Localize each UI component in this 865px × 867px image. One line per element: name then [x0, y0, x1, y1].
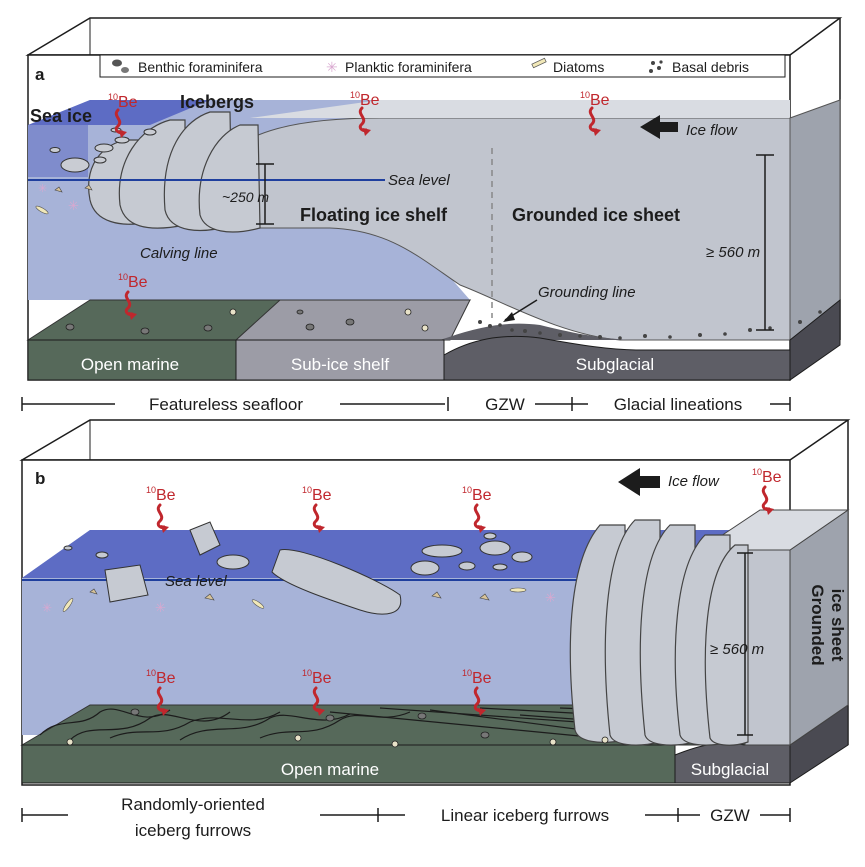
be10-superscript: 10 [146, 668, 156, 678]
panel-a-letter: a [35, 65, 45, 84]
zone-subglacial-label: Subglacial [576, 355, 654, 374]
zone-open-marine-b [21, 744, 676, 784]
ice-side-face [789, 99, 841, 341]
panel-b: ✳ ✳ ✳ [19, 419, 851, 840]
be10-label: Be [156, 487, 176, 504]
grounded-label-line2: ice sheet [828, 589, 847, 662]
be10-label: Be [590, 92, 610, 109]
sea-level-label: Sea level [388, 172, 450, 189]
legend-benthic-icon [112, 59, 129, 73]
floating-ice-b [63, 521, 533, 615]
zone-sub-ice-shelf-label: Sub-ice shelf [291, 355, 390, 374]
random-furrows-line1: Randomly-oriented [121, 795, 265, 814]
legend-planktic-icon: ✳ [326, 59, 338, 75]
be10-label: Be [128, 274, 148, 291]
icebergs [88, 111, 261, 233]
zone-sub-ice-shelf [235, 339, 445, 381]
grounded-ice-sheet-label: Grounded ice sheet [512, 205, 680, 225]
be10-label: Be [360, 92, 380, 109]
ice-flow-arrow [640, 115, 678, 139]
svg-text:✳: ✳ [155, 600, 166, 615]
tabular-icebergs [569, 519, 749, 746]
legend-benthic-label: Benthic foraminifera [138, 59, 263, 75]
box-top-face [25, 17, 843, 56]
be10-label: Be [312, 487, 332, 504]
depth-large-label-b: ≥ 560 m [710, 641, 764, 658]
floating-ice-shelf-label: Floating ice shelf [300, 205, 448, 225]
zone-open-marine [27, 339, 237, 381]
glacial-lineations-label: Glacial lineations [614, 395, 743, 414]
calving-line-label: Calving line [140, 245, 218, 262]
linear-furrows-label: Linear iceberg furrows [441, 806, 609, 825]
water-organisms: ✳ ✳ [35, 183, 93, 215]
zone-open-marine-label: Open marine [81, 355, 179, 374]
be10-label: Be [762, 469, 782, 486]
be10-superscript: 10 [146, 485, 156, 495]
water-body-b [22, 530, 745, 735]
depth-large-label: ≥ 560 m [706, 244, 760, 261]
be10-label: Be [312, 670, 332, 687]
zone-open-marine-label-b: Open marine [281, 760, 379, 779]
be10-superscript: 10 [580, 90, 590, 100]
legend-diatom-icon [531, 57, 547, 69]
grounding-line-label: Grounding line [538, 284, 636, 301]
legend-box [99, 54, 786, 78]
be10-superscript: 10 [462, 668, 472, 678]
svg-text:✳: ✳ [38, 183, 47, 195]
legend-diatoms-label: Diatoms [553, 59, 604, 75]
be10-superscript: 10 [350, 90, 360, 100]
scale-bar-a [21, 397, 791, 411]
scale-bar-b [21, 808, 791, 822]
be10-superscript: 10 [462, 485, 472, 495]
basal-debris [478, 310, 822, 340]
zone-subglacial-label-b: Subglacial [691, 760, 769, 779]
sea-ice-label: Sea ice [30, 106, 92, 126]
featureless-seafloor-label: Featureless seafloor [149, 395, 303, 414]
be10-superscript: 10 [108, 92, 118, 102]
seafloor-foraminifera [65, 308, 429, 335]
legend-basal-label: Basal debris [672, 59, 749, 75]
ice-flow-arrow-b [618, 468, 660, 496]
legend-planktic-label: Planktic foraminifera [345, 59, 472, 75]
water-surface [28, 100, 210, 125]
sea-ice-floes [49, 127, 157, 173]
depth-marker-b [737, 552, 753, 736]
svg-text:✳: ✳ [42, 601, 52, 615]
ice-shelf-front [214, 117, 791, 341]
gzw-label-b: GZW [710, 806, 750, 825]
ice-flow-label-b: Ice flow [668, 473, 720, 490]
water-organisms-b: ✳ ✳ ✳ [42, 587, 556, 615]
zone-subglacial [443, 335, 791, 381]
gzw-label-a: GZW [485, 395, 525, 414]
svg-text:✳: ✳ [68, 198, 79, 213]
panel-a: ✳ ✳ Benthic foraminifera ✳ P [21, 17, 843, 414]
icebergs-label: Icebergs [180, 92, 254, 112]
be10-label: Be [472, 670, 492, 687]
random-furrows-line2: iceberg furrows [135, 821, 251, 840]
depth-small-label: ~250 m [222, 189, 269, 205]
be10-label: Be [118, 94, 138, 111]
svg-text:✳: ✳ [545, 590, 556, 605]
panel-b-letter: b [35, 469, 45, 488]
be10-label: Be [156, 670, 176, 687]
seafloor-foraminifera-b [66, 708, 609, 748]
be10-superscript: 10 [302, 485, 312, 495]
legend-basal-icon [649, 60, 663, 73]
grounded-label-line1: Grounded [808, 584, 827, 665]
be10-superscript: 10 [302, 668, 312, 678]
be10-superscript: 10 [752, 467, 762, 477]
sea-level-label-b: Sea level [165, 573, 227, 590]
be10-label: Be [472, 487, 492, 504]
depth-markers [256, 154, 774, 331]
be10-superscript: 10 [118, 272, 128, 282]
ice-flow-label: Ice flow [686, 122, 738, 139]
